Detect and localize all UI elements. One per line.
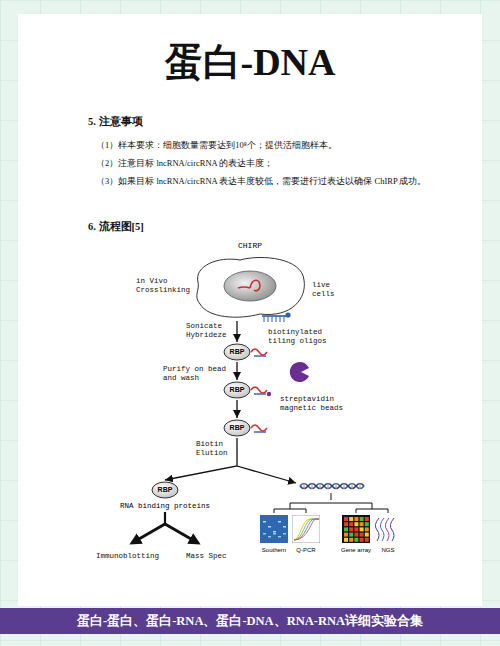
banner-caption: 蛋白-蛋白、蛋白-RNA、蛋白-DNA、RNA-RNA详细实验合集 [0,613,500,629]
rbp-complex: RBP [223,419,251,437]
oval-outline [152,482,178,498]
nucleus [224,271,276,301]
oval-outline [224,382,250,398]
readout-panel: NGS [374,515,403,555]
readout-label: Q-PCR [292,546,321,555]
dna-helix [300,483,364,489]
readout-frame [342,515,370,543]
rbp-label: RBP [230,419,245,437]
cell-label: CHIRP [190,240,310,252]
note-text: 6. 流程图[5] [88,220,144,234]
step-label: streptavidin magnetic beads [280,395,348,413]
readout-frame [260,515,288,543]
branch-arrow [237,466,296,483]
note-text: （3）如果目标 lncRNA/circRNA 表达丰度较低，需要进行过表达以确保… [96,176,427,188]
rbp-caption: RNA binding proteins [119,501,212,511]
rbp-label: RBP [230,381,245,399]
paper-card [18,14,482,606]
readout-panel: Southern [260,515,289,555]
flow-arrow [236,362,237,380]
rbp-label: RBP [230,343,245,361]
rna-hybrid [251,349,271,432]
cell-membrane [197,257,305,317]
oval-outline [224,344,250,360]
step-label: live cells [312,281,342,299]
flow-arrow [165,438,237,480]
lncrna-hairpin [238,280,260,291]
rbp-complex: RBP RNA binding proteins [119,481,212,511]
rbp-complex: RBP [223,343,251,361]
magnetic-bead [290,362,309,382]
note-text: 5. 注意事项 [88,115,143,129]
protein-fork [132,512,198,543]
rbp-label: RBP [158,481,173,499]
readout-panel: Q-PCR [292,515,321,555]
page-title: 蛋白-DNA [0,40,500,84]
step-label: Mass Spec [186,552,227,561]
readout-frame [374,515,402,543]
step-label: Purify on bead and wash [163,365,231,383]
readout-label: NGS [374,546,403,555]
oval-outline [224,420,250,436]
note-text: （2）注意目标 lncRNA/circRNA 的表达丰度； [96,158,273,170]
rbp-complex: RBP [223,381,251,399]
step-label: Sonicate Hybrideze [186,322,232,340]
step-label: Immunoblotting [96,552,159,561]
flow-arrow [236,321,237,342]
readout-label: Southern [260,546,289,555]
readout-label: Gene array [340,546,372,555]
analysis-bracket [274,493,388,513]
step-label: Biotin Elution [196,440,234,458]
readout-frame [292,515,320,543]
live-cell: CHIRP [190,238,310,320]
caption-banner [0,608,500,634]
readout-panel: Gene array [340,515,372,555]
step-label: in Vivo Crosslinking [136,277,194,295]
readout-image [342,515,370,543]
step-label: biotinylated tiling oligos [268,328,332,346]
flow-arrow [236,400,237,418]
readout-image [260,515,288,543]
note-text: （1）样本要求：细胞数量需要达到10⁸个；提供活细胞样本。 [96,140,337,152]
readout-image [292,515,320,543]
readout-image [374,515,402,543]
cell-outline [190,238,310,320]
